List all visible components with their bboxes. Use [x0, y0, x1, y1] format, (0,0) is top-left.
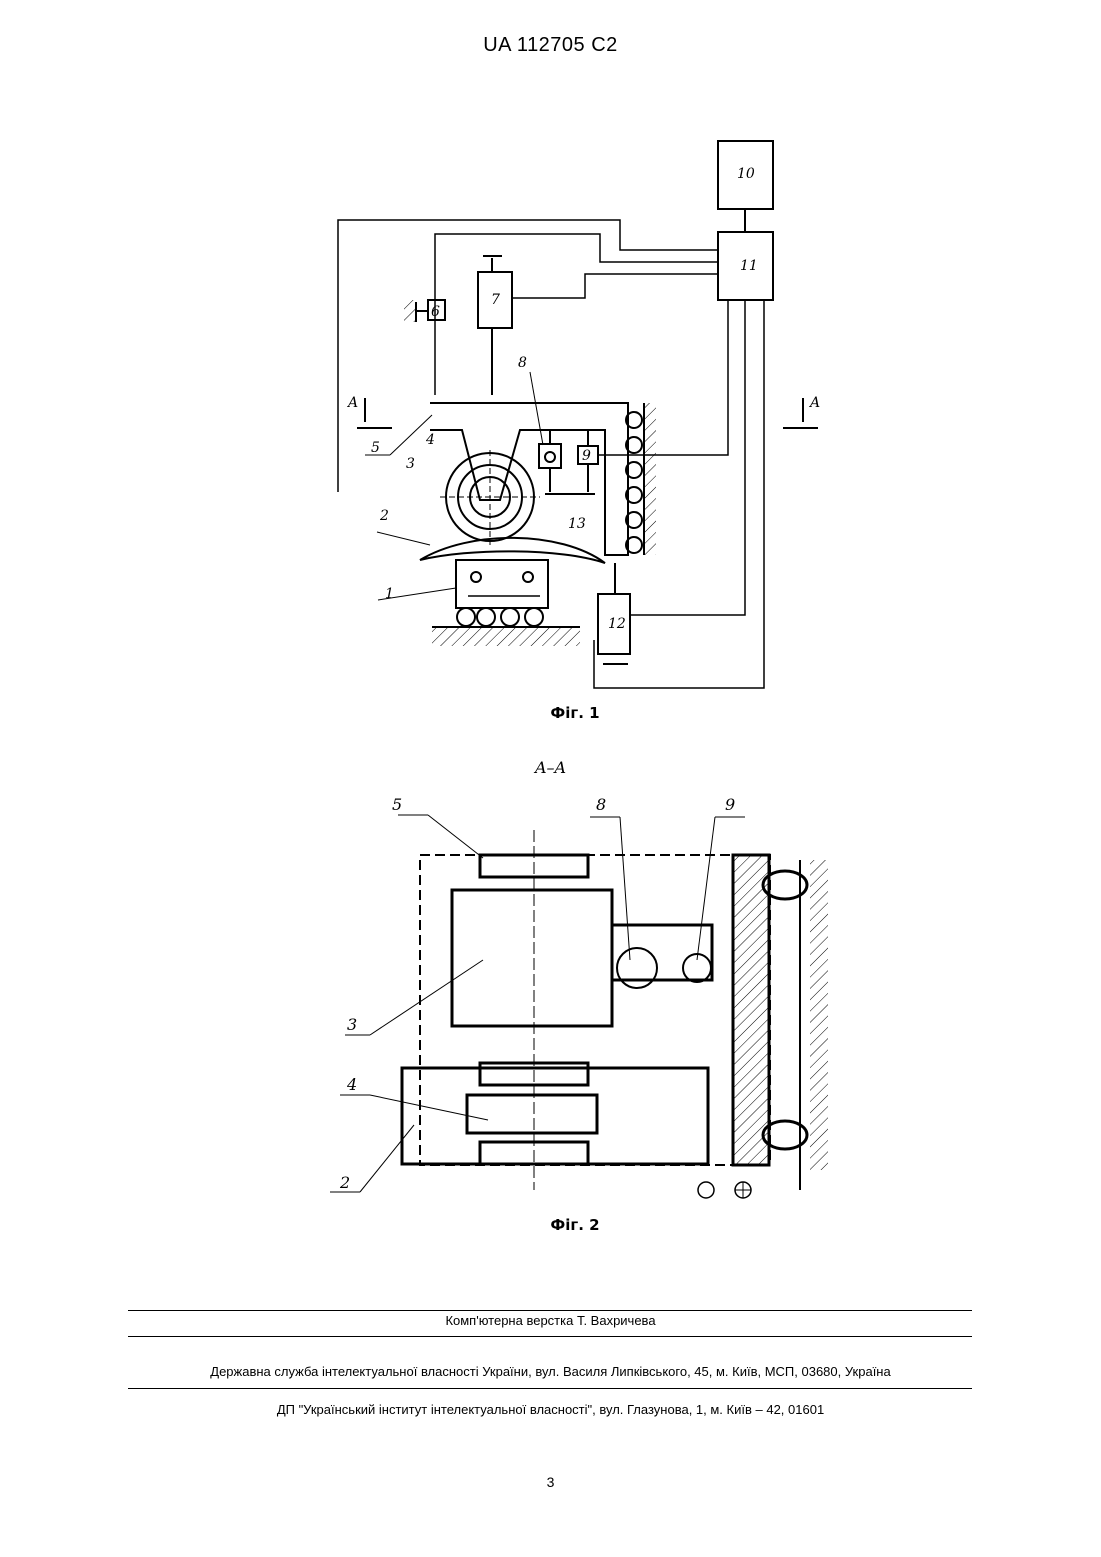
figure-1-caption: Фіг. 1 — [500, 704, 650, 722]
layout-credit: Комп'ютерна верстка Т. Вахричева — [0, 1313, 1101, 1328]
fig2-label-3: 3 — [347, 1015, 357, 1034]
fig2-label-2: 2 — [339, 1173, 350, 1192]
fig2-label-5: 5 — [392, 795, 402, 814]
footer-rule-2 — [128, 1336, 972, 1337]
fig1-label-13: 13 — [568, 516, 586, 532]
footer-rule-1 — [128, 1310, 972, 1311]
fig1-label-3: 3 — [406, 456, 415, 472]
figure-2-section-title: A–A — [0, 758, 1101, 777]
fig1-label-7: 7 — [491, 292, 500, 308]
institute-line: ДП "Український інститут інтелектуальної… — [0, 1402, 1101, 1417]
footer-rule-3 — [128, 1388, 972, 1389]
figure-2-drawing: 5 8 9 3 4 2 — [0, 780, 1101, 1220]
fig1-label-9: 9 — [582, 448, 591, 464]
fig1-label-2: 2 — [379, 508, 389, 524]
fig1-label-11: 11 — [740, 258, 758, 274]
fig2-label-9: 9 — [725, 795, 735, 814]
fig2-label-8: 8 — [596, 795, 606, 814]
fig1-label-6: 6 — [431, 304, 440, 320]
fig1-label-12: 12 — [608, 616, 626, 632]
fig1-label-5: 5 — [371, 440, 380, 456]
section-marker-left: A — [346, 395, 358, 411]
section-marker-right: A — [808, 395, 820, 411]
fig1-label-8: 8 — [518, 355, 527, 371]
figure-2-caption: Фіг. 2 — [500, 1216, 650, 1234]
fig1-label-10: 10 — [737, 166, 755, 182]
page-number: 3 — [0, 1474, 1101, 1490]
fig1-label-4: 4 — [425, 432, 435, 448]
fig2-label-4: 4 — [346, 1075, 357, 1094]
figure-1-drawing: 10 11 6 7 8 9 4 3 5 2 1 13 12 A A — [0, 0, 1101, 760]
publisher-line: Державна служба інтелектуальної власност… — [0, 1364, 1101, 1379]
fig1-label-1: 1 — [385, 586, 394, 602]
